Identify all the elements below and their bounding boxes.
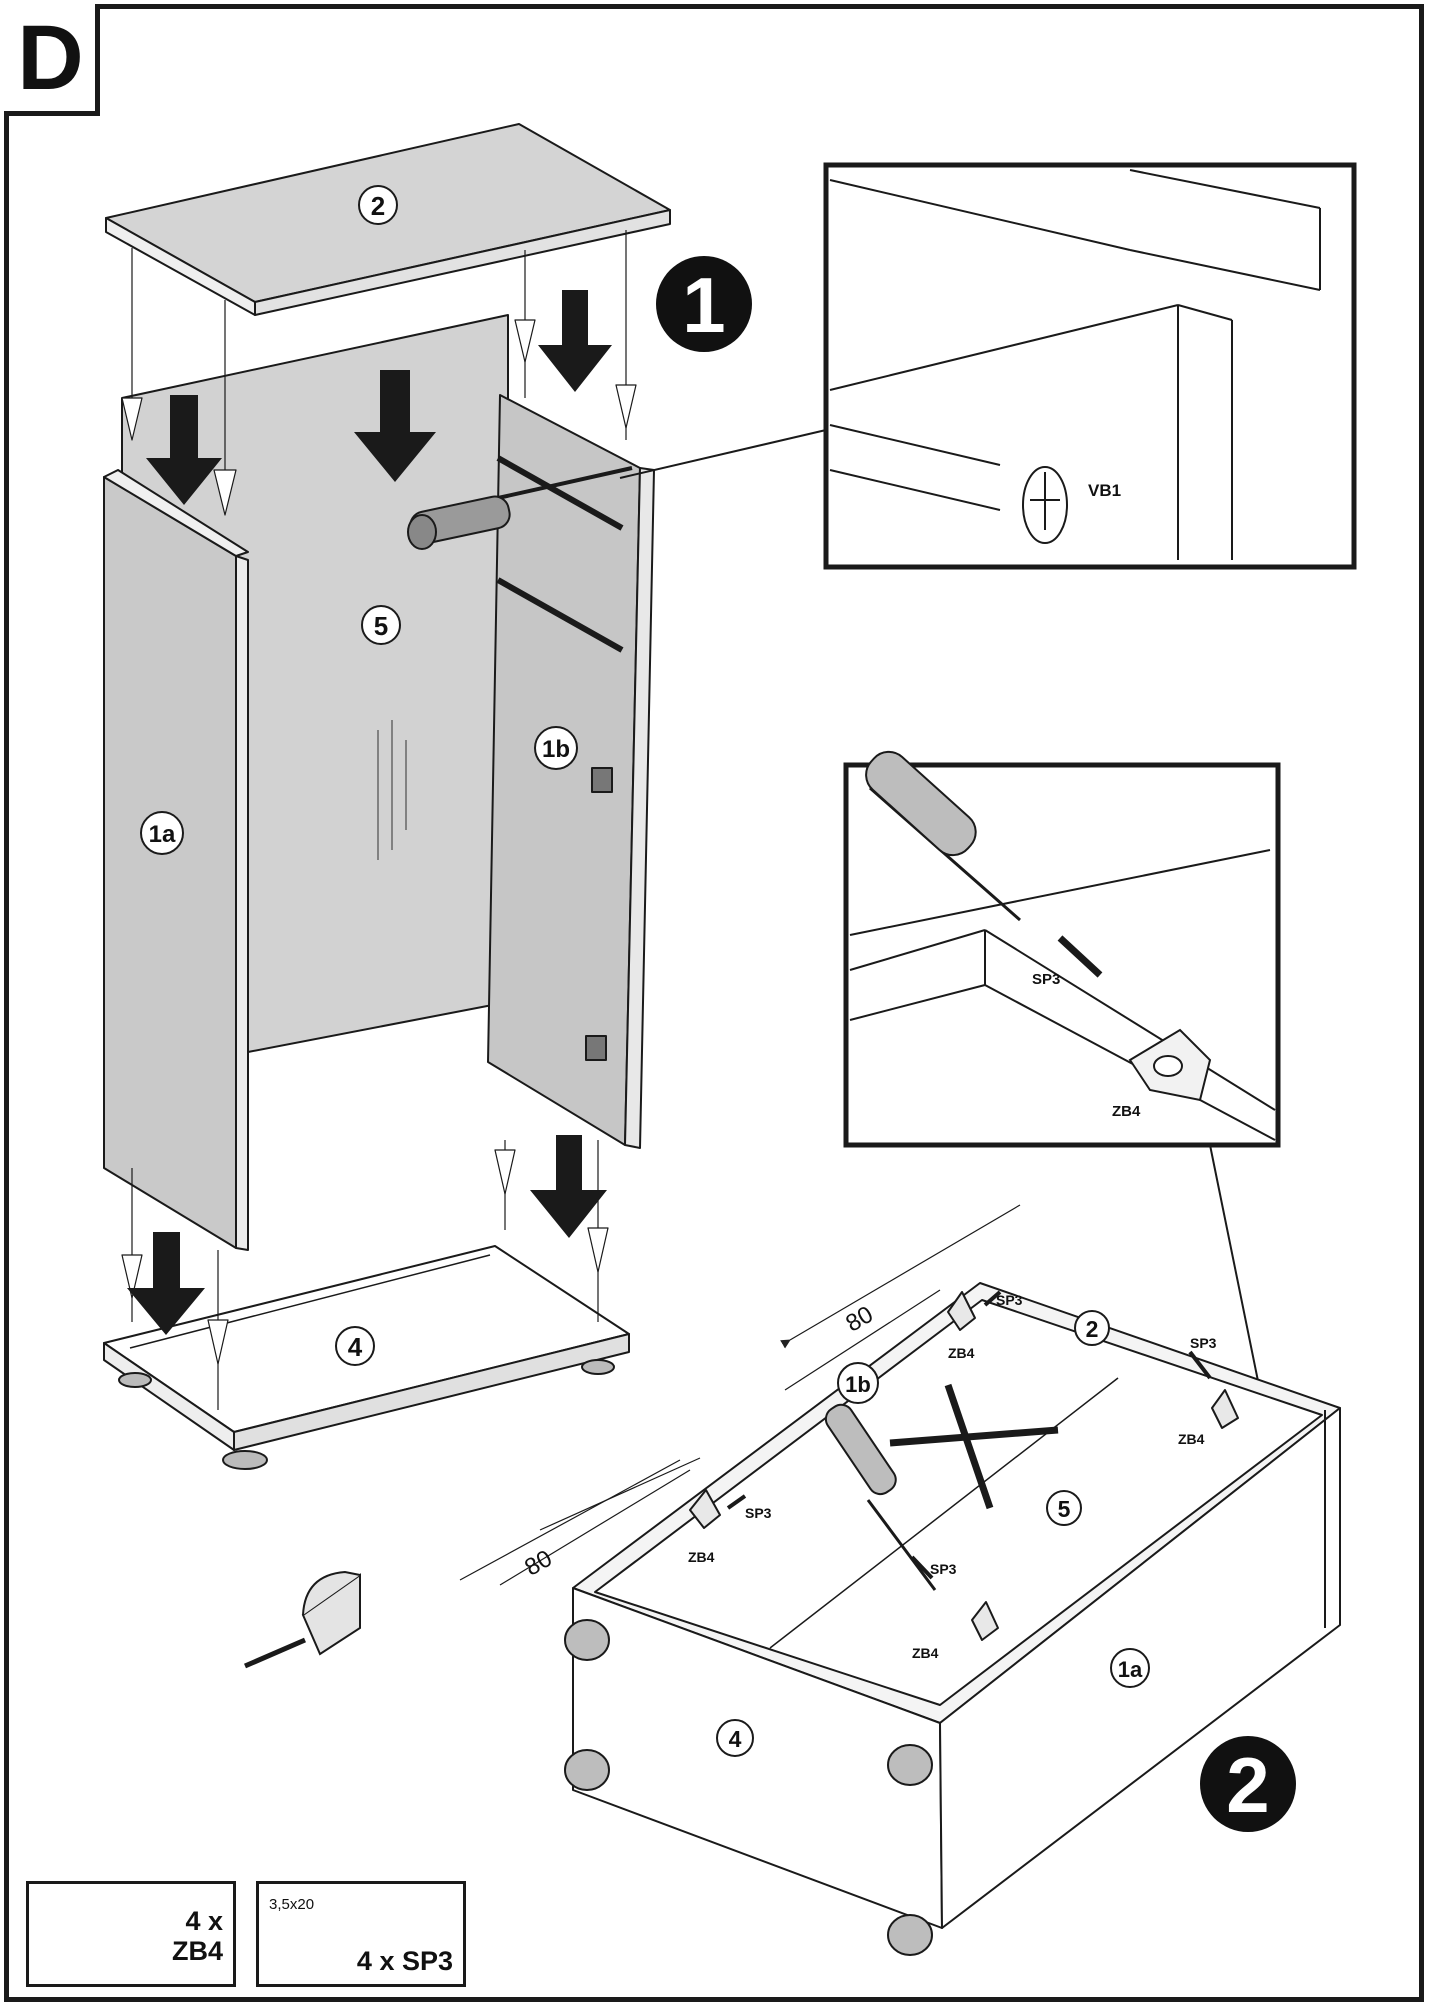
step-letter-box: D bbox=[4, 4, 100, 116]
svg-text:1a: 1a bbox=[149, 821, 176, 848]
svg-text:4: 4 bbox=[348, 1332, 363, 1362]
stage-1-assembly bbox=[103, 123, 671, 1470]
step-letter: D bbox=[17, 6, 83, 109]
detail-1-box: VB1 bbox=[823, 162, 1357, 570]
sp3-qty: 4 x SP3 bbox=[356, 1946, 453, 1976]
zb4-name: ZB4 bbox=[171, 1936, 223, 1967]
svg-text:1: 1 bbox=[682, 261, 725, 349]
stage-2-assembly: 80 80 bbox=[459, 1204, 1341, 1956]
svg-text:5: 5 bbox=[1058, 1496, 1071, 1522]
svg-text:80: 80 bbox=[520, 1545, 557, 1582]
svg-text:5: 5 bbox=[374, 611, 388, 641]
stage-1-badge: 1 bbox=[656, 256, 752, 352]
part-box-sp3: 3,5x20 4 x SP3 bbox=[256, 1881, 466, 1987]
svg-text:SP3: SP3 bbox=[996, 1292, 1023, 1308]
svg-text:2: 2 bbox=[1086, 1316, 1099, 1342]
svg-text:ZB4: ZB4 bbox=[1178, 1431, 1205, 1447]
svg-text:ZB4: ZB4 bbox=[688, 1549, 715, 1565]
push-arrows bbox=[127, 290, 612, 1335]
svg-text:SP3: SP3 bbox=[1032, 971, 1060, 988]
svg-text:1b: 1b bbox=[845, 1372, 871, 1397]
svg-text:1a: 1a bbox=[1118, 1657, 1143, 1682]
svg-text:2: 2 bbox=[371, 191, 385, 221]
measuring-tape-icon bbox=[244, 1570, 361, 1669]
stage-2-badge: 2 bbox=[1200, 1736, 1296, 1832]
right-side-panel bbox=[487, 394, 641, 1146]
svg-text:ZB4: ZB4 bbox=[1112, 1103, 1141, 1120]
diagram-frame bbox=[4, 4, 1424, 2002]
stage-1-labels: 2 5 1a 1b 4 bbox=[140, 185, 578, 1366]
sp3-size: 3,5x20 bbox=[269, 1896, 315, 1913]
part-box-zb4: 4 x ZB4 bbox=[26, 1881, 236, 1987]
detail-2-box: SP3 ZB4 bbox=[843, 750, 1281, 1148]
svg-text:ZB4: ZB4 bbox=[948, 1345, 975, 1361]
svg-text:SP3: SP3 bbox=[745, 1505, 772, 1521]
svg-text:VB1: VB1 bbox=[1088, 481, 1121, 500]
screwdriver-stage-1 bbox=[407, 466, 633, 550]
callout-line-1 bbox=[619, 429, 827, 479]
svg-text:ZB4: ZB4 bbox=[912, 1645, 939, 1661]
svg-text:SP3: SP3 bbox=[930, 1561, 957, 1577]
svg-text:2: 2 bbox=[1226, 1741, 1269, 1829]
svg-text:SP3: SP3 bbox=[1190, 1335, 1217, 1351]
svg-text:1b: 1b bbox=[542, 736, 570, 763]
left-side-panel bbox=[103, 476, 237, 1249]
stage-2-labels: SP3 SP3 SP3 SP3 ZB4 ZB4 ZB4 ZB4 2 1b 5 1… bbox=[688, 1292, 1217, 1757]
svg-text:4: 4 bbox=[729, 1726, 742, 1752]
zb4-qty: 4 x bbox=[185, 1906, 223, 1936]
